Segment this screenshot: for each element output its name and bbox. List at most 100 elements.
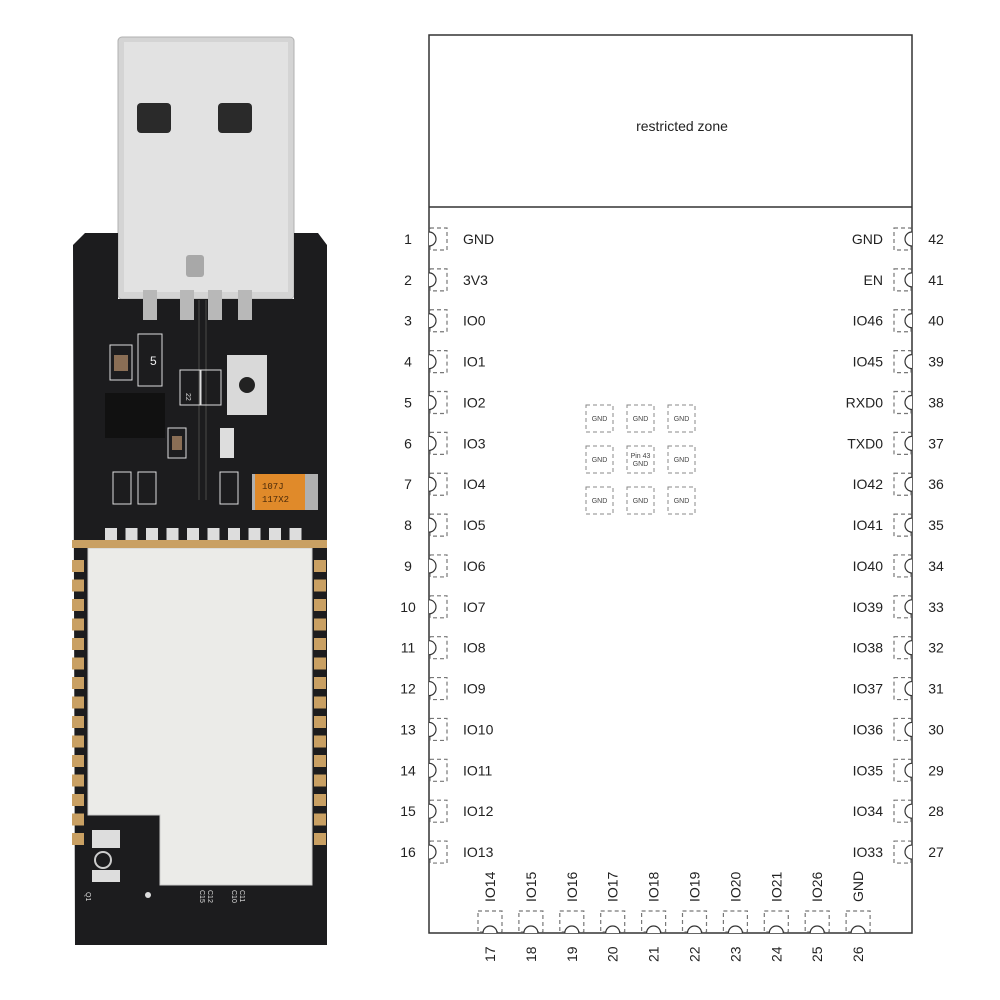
tantalum-capacitor: 107J 117X2 <box>252 474 318 510</box>
castellated-pad <box>314 638 326 650</box>
pin-number: 32 <box>928 640 944 656</box>
pin-notch <box>428 803 437 819</box>
castellated-pad <box>72 579 84 592</box>
pin-name: IO14 <box>482 871 498 902</box>
castellated-pad <box>314 735 326 748</box>
pin-notch <box>904 517 913 533</box>
castellated-pad <box>72 813 84 826</box>
pin-number: 9 <box>404 558 412 574</box>
pin-name: IO0 <box>463 313 486 329</box>
pin-name: IO18 <box>646 871 662 902</box>
usb-plug <box>117 36 295 300</box>
silk-c12: C12 <box>206 890 213 903</box>
pin-name: IO34 <box>853 803 884 819</box>
header-pads <box>105 528 302 540</box>
castellated-pad <box>72 833 84 845</box>
castellated-pad <box>314 579 326 592</box>
pin-number: 10 <box>400 599 416 615</box>
pin-notch <box>428 354 437 370</box>
resistor-marking: 22 <box>184 393 191 401</box>
pin-name: IO20 <box>727 871 743 902</box>
pin-notch <box>904 762 913 778</box>
pin-notch <box>428 313 437 329</box>
pin-number: 4 <box>404 354 412 370</box>
pin-notch <box>646 925 662 934</box>
chip-marking: 5 <box>150 354 157 368</box>
pin-number: 42 <box>928 231 944 247</box>
pin-number: 13 <box>400 721 416 737</box>
pin-number: 8 <box>404 517 412 533</box>
pin-number: 28 <box>928 803 944 819</box>
capacitor-marking-1: 107J <box>262 482 284 492</box>
pin-name: IO8 <box>463 640 486 656</box>
header-pad <box>187 528 199 540</box>
castellated-pad <box>72 657 84 670</box>
pin-name: IO36 <box>853 721 884 737</box>
gnd-pad <box>585 486 614 515</box>
pin-name: IO13 <box>463 844 494 860</box>
header-pad <box>166 528 179 540</box>
header-pad <box>289 528 302 540</box>
castellated-pad <box>72 638 84 650</box>
pin-number: 24 <box>768 946 784 962</box>
header-pad <box>228 528 240 540</box>
pin-name: IO39 <box>853 599 884 615</box>
restricted-zone-label: restricted zone <box>636 118 728 134</box>
pin-notch <box>428 640 437 656</box>
castellated-pad <box>314 774 326 787</box>
pin-notch <box>904 476 913 492</box>
pin-number: 41 <box>928 272 944 288</box>
header-pad <box>105 528 117 540</box>
pin-name: IO42 <box>853 476 884 492</box>
castellated-pad <box>314 599 326 611</box>
castellated-pad <box>314 560 326 572</box>
pin-notch <box>809 925 825 934</box>
castellated-pad <box>314 813 326 826</box>
pin-name: GND <box>850 871 866 902</box>
castellated-pad <box>314 755 326 767</box>
pin-notch <box>904 803 913 819</box>
pin-name: IO37 <box>853 681 884 697</box>
gnd-pad-label: GND <box>592 498 608 505</box>
pin-name: IO3 <box>463 435 486 451</box>
pin-name: IO17 <box>605 871 621 902</box>
pin-number: 38 <box>928 394 944 410</box>
pin-notch <box>904 354 913 370</box>
gnd-pad-label: Pin 43 <box>631 453 651 460</box>
pin-name: IO7 <box>463 599 486 615</box>
pin-notch <box>904 313 913 329</box>
header-pad <box>125 528 138 540</box>
pin-notch <box>686 925 703 934</box>
pin-notch <box>428 762 437 778</box>
gnd-pad-label: GND <box>592 457 608 464</box>
castellated-pads <box>72 540 327 845</box>
pin-notch <box>428 517 437 533</box>
gnd-pad <box>667 445 696 474</box>
pin-notch <box>904 844 913 860</box>
pin-notch <box>904 231 913 247</box>
pin-number: 27 <box>928 844 944 860</box>
castellated-pad <box>314 794 326 806</box>
pin-number: 29 <box>928 762 944 778</box>
pin-notch <box>904 558 913 574</box>
pin-name: IO19 <box>687 871 703 902</box>
pin-name: IO35 <box>853 762 884 778</box>
castellated-pad <box>314 657 326 670</box>
gnd-pad-label: GND <box>592 416 608 423</box>
silk-c15: C15 <box>198 890 205 903</box>
pin-notch <box>428 435 437 451</box>
pin-number: 17 <box>482 946 498 962</box>
header-pad <box>146 528 158 540</box>
pin-notch <box>564 925 580 934</box>
pcb-board: 5 107J 117X2 C15 C12 C10 C11 Q1 22 <box>72 233 327 945</box>
pin-number: 21 <box>646 946 662 962</box>
pin-notch <box>768 925 784 934</box>
pin-name: EN <box>864 272 883 288</box>
gnd-pad-label: GND <box>633 461 649 468</box>
pin-notch <box>904 394 913 411</box>
header-pad <box>269 528 281 540</box>
gnd-pad <box>585 404 614 433</box>
gnd-pad-label: GND <box>633 416 649 423</box>
